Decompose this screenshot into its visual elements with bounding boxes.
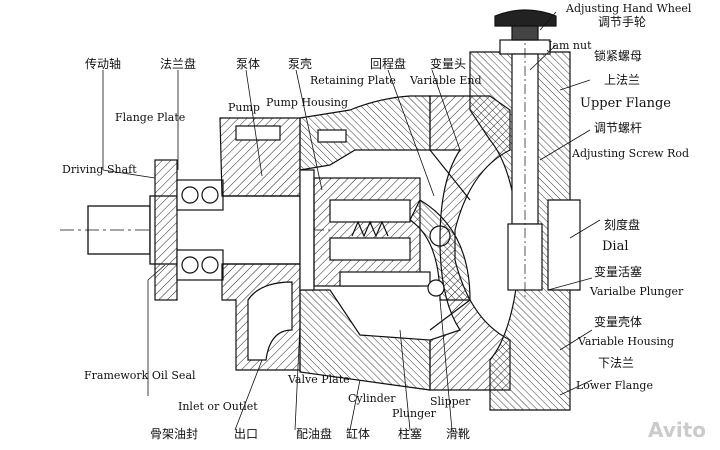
variable-housing [469,30,581,411]
label-slipper-zh: 滑靴 [446,427,471,441]
label-flange-plate-zh: 法兰盘 [160,57,197,71]
label-plunger: Plunger [392,407,436,420]
label-variable-housing-zh: 变量壳体 [594,315,643,329]
watermark: Avito [648,418,706,442]
label-driving-shaft: Driving Shaft [62,163,137,176]
leader-lines [102,11,601,431]
label-lower-flange-zh: 下法兰 [598,356,635,370]
pump-body [219,117,301,371]
adjusting-hand-wheel [494,9,557,41]
label-framework-oil-seal-zh: 骨架油封 [150,427,199,441]
label-variable-plunger-zh: 变量活塞 [594,265,643,279]
label-pump: Pump [228,101,260,114]
label-upper-flange: Upper Flange [580,96,671,111]
label-inlet-or-outlet: Inlet or Outlet [178,400,258,413]
label-pump-housing: Pump Housing [266,96,349,109]
label-adjusting-screw-rod: Adjusting Screw Rod [572,147,690,160]
label-plunger-zh: 柱塞 [398,427,423,441]
label-outlet-zh: 出口 [234,427,259,441]
label-pump-housing-zh: 泵壳 [288,57,313,71]
label-pump-body-zh: 泵体 [236,57,261,71]
label-valve-plate: Valve Plate [288,373,350,386]
label-dial-zh: 刻度盘 [604,218,641,232]
label-dial: Dial [602,239,629,254]
label-jam-nut-zh: 锁紧螺母 [594,49,643,63]
label-driving-shaft-zh: 传动轴 [85,57,122,71]
label-retaining-plate-zh: 回程盘 [370,57,407,71]
label-flange-plate: Flange Plate [115,111,186,124]
label-variable-plunger: Varialbe Plunger [590,285,684,298]
cylinder-block [299,169,421,291]
label-upper-flange-zh: 上法兰 [604,73,641,87]
flange-plate [154,159,224,301]
pump-housing [299,95,431,391]
label-cylinder: Cylinder [348,392,396,405]
label-valve-plate-zh: 配油盘 [296,427,333,441]
label-variable-end-zh: 变量头 [430,57,467,71]
label-adjusting-hand-wheel: Adjusting Hand Wheel [566,2,692,15]
label-cylinder-zh: 缸体 [346,427,371,441]
label-lower-flange: Lower Flange [576,379,653,392]
label-adjusting-screw-rod-zh: 调节螺杆 [594,121,643,135]
label-variable-housing: Variable Housing [578,335,674,348]
label-variable-end: Variable End [410,74,482,87]
label-slipper: Slipper [430,395,471,408]
label-framework-oil-seal: Framework Oil Seal [84,369,196,382]
label-adjusting-hand-wheel-zh: 调节手轮 [598,15,647,29]
label-retaining-plate: Retaining Plate [310,74,396,87]
label-jam-nut: Jam nut [548,39,592,52]
